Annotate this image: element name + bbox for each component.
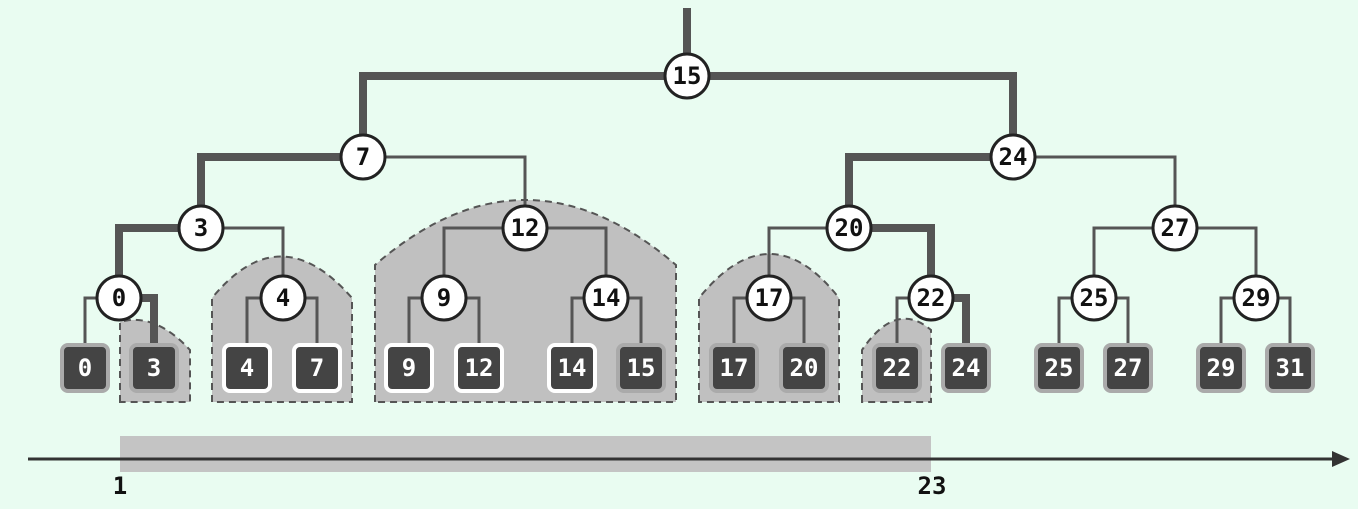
internal-nodes: 15 7 24 3 12 20 27 0 4 9 14 17 22 25 29 bbox=[95, 52, 1280, 322]
node-12: 12 bbox=[501, 204, 549, 252]
node-label: 15 bbox=[673, 62, 702, 90]
leaf-15: 15 bbox=[616, 343, 666, 393]
node-20: 20 bbox=[825, 204, 873, 252]
leaf-7: 7 bbox=[292, 343, 342, 393]
node-label: 12 bbox=[511, 214, 540, 242]
leaf-label: 24 bbox=[952, 354, 981, 382]
leaf-label: 20 bbox=[790, 354, 819, 382]
query-end-label: 23 bbox=[918, 472, 947, 500]
node-label: 3 bbox=[194, 214, 208, 242]
leaf-14: 14 bbox=[547, 343, 597, 393]
node-label: 9 bbox=[437, 284, 451, 312]
leaf-17: 17 bbox=[709, 343, 759, 393]
region-node-12 bbox=[374, 199, 677, 403]
node-15: 15 bbox=[663, 52, 711, 100]
leaf-label: 22 bbox=[883, 354, 912, 382]
leaf-9: 9 bbox=[384, 343, 434, 393]
edge-24-27 bbox=[1013, 155, 1177, 228]
leaf-27: 27 bbox=[1103, 343, 1153, 393]
node-label: 7 bbox=[356, 143, 370, 171]
leaf-31: 31 bbox=[1265, 343, 1315, 393]
node-label: 4 bbox=[276, 284, 290, 312]
leaf-label: 12 bbox=[465, 354, 494, 382]
leaf-label: 9 bbox=[402, 354, 416, 382]
query-start-label: 1 bbox=[113, 472, 127, 500]
leaf-4: 4 bbox=[222, 343, 272, 393]
node-4: 4 bbox=[259, 274, 307, 322]
leaf-label: 27 bbox=[1114, 354, 1143, 382]
node-25: 25 bbox=[1070, 274, 1118, 322]
leaf-label: 4 bbox=[240, 354, 254, 382]
leaf-20: 20 bbox=[779, 343, 829, 393]
node-14: 14 bbox=[582, 274, 630, 322]
leaf-label: 3 bbox=[147, 354, 161, 382]
leaf-12: 12 bbox=[454, 343, 504, 393]
leaf-label: 15 bbox=[627, 354, 656, 382]
node-9: 9 bbox=[420, 274, 468, 322]
edge-7-3 bbox=[197, 153, 363, 228]
edge-15-7 bbox=[359, 72, 687, 157]
leaf-25: 25 bbox=[1034, 343, 1084, 393]
node-label: 0 bbox=[112, 284, 126, 312]
query-range-bar bbox=[120, 436, 931, 472]
leaf-0: 0 bbox=[60, 343, 110, 393]
edge-7-12 bbox=[363, 155, 527, 228]
edge-24-20 bbox=[845, 153, 1013, 228]
leaf-24: 24 bbox=[941, 343, 991, 393]
leaf-label: 25 bbox=[1045, 354, 1074, 382]
leaf-22: 22 bbox=[872, 343, 922, 393]
node-label: 20 bbox=[835, 214, 864, 242]
leaf-label: 7 bbox=[310, 354, 324, 382]
leaf-nodes: 0 3 4 7 9 12 14 15 17 20 22 24 25 27 29 … bbox=[60, 343, 1315, 393]
node-17: 17 bbox=[745, 274, 793, 322]
node-label: 25 bbox=[1080, 284, 1109, 312]
leaf-29: 29 bbox=[1196, 343, 1246, 393]
edge-15-24 bbox=[687, 72, 1017, 157]
leaf-label: 14 bbox=[558, 354, 587, 382]
node-24: 24 bbox=[989, 133, 1037, 181]
node-0: 0 bbox=[95, 274, 143, 322]
node-label: 17 bbox=[755, 284, 784, 312]
node-label: 22 bbox=[917, 284, 946, 312]
leaf-label: 17 bbox=[720, 354, 749, 382]
node-label: 24 bbox=[999, 143, 1028, 171]
node-27: 27 bbox=[1151, 204, 1199, 252]
node-7: 7 bbox=[339, 133, 387, 181]
leaf-label: 31 bbox=[1276, 354, 1305, 382]
leaf-label: 29 bbox=[1207, 354, 1236, 382]
node-29: 29 bbox=[1232, 274, 1280, 322]
node-label: 29 bbox=[1242, 284, 1271, 312]
leaf-label: 0 bbox=[78, 354, 92, 382]
leaf-3: 3 bbox=[129, 343, 179, 393]
node-22: 22 bbox=[907, 274, 955, 322]
axis-arrowhead bbox=[1332, 451, 1350, 467]
node-3: 3 bbox=[177, 204, 225, 252]
node-label: 14 bbox=[592, 284, 621, 312]
node-label: 27 bbox=[1161, 214, 1190, 242]
